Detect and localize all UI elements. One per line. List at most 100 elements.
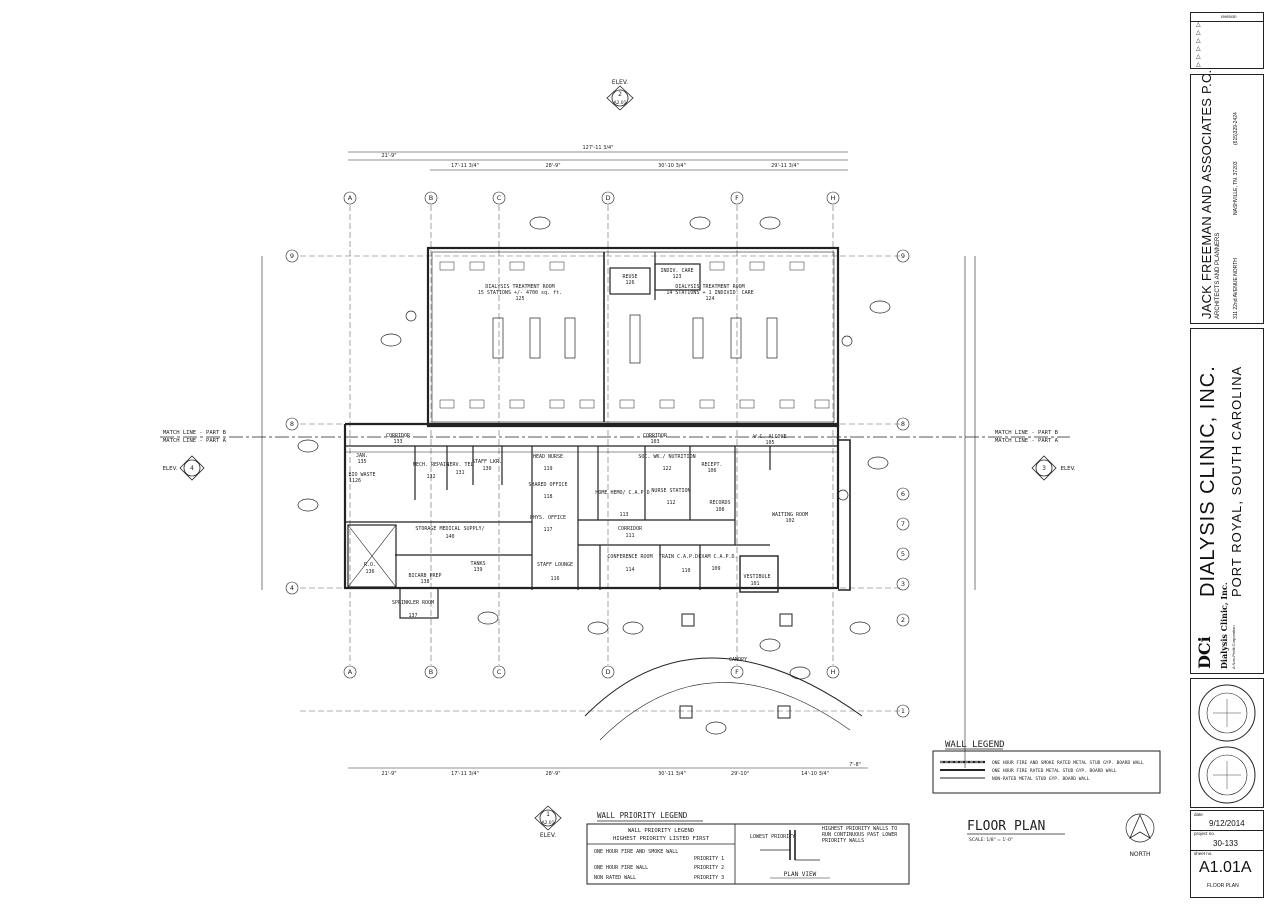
room-101-num: 101 bbox=[750, 581, 759, 587]
svg-text:PLAN VIEW: PLAN VIEW bbox=[784, 871, 817, 878]
room-135-name: JAN. bbox=[356, 453, 368, 459]
grid-col-b-bottom: B bbox=[429, 668, 433, 676]
grid-row-1: 1 bbox=[901, 707, 905, 715]
north-arrow-icon bbox=[1125, 813, 1155, 843]
dim-bottom-3: 28'-9" bbox=[545, 771, 560, 777]
room-137-name: SPRINKLER ROOM bbox=[392, 600, 434, 606]
room-110-name: TRAIN C.A.P.D. bbox=[659, 554, 701, 560]
room-133-num: 133 bbox=[393, 439, 402, 445]
grid-col-a: A bbox=[348, 194, 353, 202]
dci-logo-name: Dialysis Clinic, Inc. bbox=[1219, 582, 1229, 669]
room-112-num: 112 bbox=[666, 500, 675, 506]
room-125-name: DIALYSIS TREATMENT ROOM bbox=[485, 284, 554, 290]
svg-text:ELEV.: ELEV. bbox=[1061, 466, 1076, 472]
room-123-name: INDIV. CARE bbox=[660, 268, 693, 274]
room-137-num: 137 bbox=[408, 613, 417, 619]
grid-row-6: 6 bbox=[901, 490, 905, 498]
room-124-detail: 14 STATIONS + 1 INDIVID. CARE bbox=[666, 290, 753, 296]
room-126-num: 126 bbox=[625, 280, 634, 286]
room-105-num: 105 bbox=[765, 440, 774, 446]
dim-top-3: 28'-9" bbox=[545, 163, 560, 169]
grid-col-d-bottom: D bbox=[605, 668, 610, 676]
project-no-label: project no. bbox=[1194, 831, 1216, 836]
room-117-num: 117 bbox=[543, 527, 552, 533]
room-117-name: PHYS. OFFICE bbox=[530, 515, 566, 521]
room-112-name: NURSE STATION bbox=[651, 488, 690, 494]
sheet-title: FLOOR PLAN bbox=[1207, 883, 1239, 889]
elevation-marker-left: 4 ELEV. bbox=[163, 455, 205, 481]
drawing-title-block: FLOOR PLAN SCALE: 1/8" = 1'-0" NORTH bbox=[967, 813, 1155, 858]
dci-logo-sub: A Non-Profit Corporation bbox=[1231, 625, 1236, 669]
room-126-name: REUSE bbox=[622, 274, 637, 280]
svg-text:NORTH: NORTH bbox=[1129, 851, 1150, 858]
room-114-num: 114 bbox=[625, 567, 634, 573]
svg-text:PRIORITY 3: PRIORITY 3 bbox=[694, 875, 724, 881]
grid-col-f-bottom: F bbox=[735, 668, 739, 676]
room-105-name: W.C. ALCOVE bbox=[753, 434, 786, 440]
room-111-name: CORRIDOR bbox=[618, 526, 643, 532]
room-124-name: DIALYSIS TREATMENT ROOM bbox=[675, 284, 744, 290]
dim-bottom-2: 17'-11 3/4" bbox=[451, 771, 479, 777]
room-122-num: 122 bbox=[662, 466, 671, 472]
grid-col-a-bottom: A bbox=[348, 668, 353, 676]
room-138-num: 138 bbox=[420, 579, 429, 585]
room-1126-num: 1126 bbox=[349, 478, 361, 484]
seal-block bbox=[1190, 678, 1264, 808]
firm-tagline: ARCHITECTS AND PLANNERS bbox=[1215, 232, 1221, 319]
elevation-marker-right: 3 ELEV. bbox=[1031, 455, 1076, 481]
svg-text:SCALE: 1/8" = 1'-0": SCALE: 1/8" = 1'-0" bbox=[969, 837, 1013, 843]
svg-text:PRIORITY 1: PRIORITY 1 bbox=[694, 856, 724, 862]
wall-priority-highest-note: HIGHEST PRIORITY WALLS TO RUN CONTINUOUS… bbox=[822, 826, 898, 844]
room-136-num: 136 bbox=[365, 569, 374, 575]
dim-bottom-6: 14'-10 3/4" bbox=[801, 771, 829, 777]
room-114-name: CONFERENCE ROOM bbox=[607, 554, 652, 560]
dim-bottom-5: 29'-10" bbox=[731, 771, 749, 777]
grid-row-5: 5 bbox=[901, 550, 905, 558]
grid-col-h: H bbox=[831, 194, 836, 202]
treatment-wing-outline bbox=[426, 246, 840, 428]
grid-row-4: 4 bbox=[290, 584, 294, 592]
grid-col-f: F bbox=[735, 194, 739, 202]
room-135-num: 135 bbox=[357, 459, 366, 465]
room-108-num: 108 bbox=[715, 507, 724, 513]
dialysis-stations bbox=[439, 261, 830, 409]
room-132-name: MECH. REPAIR bbox=[413, 462, 450, 468]
firm-city: NASHVILLE, TN. 37203 bbox=[1233, 161, 1239, 215]
room-106-num: 106 bbox=[707, 468, 716, 474]
grid-col-d: D bbox=[605, 194, 610, 202]
revision-header: revision bbox=[1221, 14, 1237, 19]
grid-col-c: C bbox=[497, 194, 502, 202]
elevation-marker-top: ELEV. 2 A2.01 bbox=[606, 79, 634, 111]
svg-text:NON-RATED METAL STUD GYP. BOAR: NON-RATED METAL STUD GYP. BOARD WALL bbox=[992, 776, 1090, 782]
room-101-name: VESTIBULE bbox=[743, 574, 770, 580]
svg-text:ELEV.: ELEV. bbox=[540, 832, 556, 839]
room-106-name: RECEPT. bbox=[701, 462, 722, 468]
grid-row-8-right: 8 bbox=[901, 420, 905, 428]
room-102-num: 102 bbox=[785, 518, 794, 524]
grid-row-9: 9 bbox=[290, 252, 294, 260]
svg-text:ONE HOUR FIRE WALL: ONE HOUR FIRE WALL bbox=[594, 865, 648, 871]
section-tags bbox=[297, 216, 891, 735]
room-102-name: WAITING ROOM bbox=[772, 512, 808, 518]
svg-text:3: 3 bbox=[1042, 465, 1046, 472]
room-109-num: 109 bbox=[711, 566, 720, 572]
project-number: 30-133 bbox=[1213, 839, 1238, 848]
room-110-num: 110 bbox=[681, 568, 690, 574]
project-location: PORT ROYAL, SOUTH CAROLINA bbox=[1229, 365, 1244, 597]
firm-address: 311 22nd AVENUE NORTH bbox=[1233, 258, 1239, 319]
grid-row-2: 2 bbox=[901, 616, 905, 624]
wall-priority-legend: WALL PRIORITY LEGEND WALL PRIORITY LEGEN… bbox=[586, 811, 910, 885]
grid-row-3: 3 bbox=[901, 580, 905, 588]
grid-row-9-right: 9 bbox=[901, 252, 905, 260]
dim-top-1: 21'-9" bbox=[381, 153, 396, 159]
room-125-detail: 15 STATIONS +/- 4700 sq. ft. bbox=[478, 290, 562, 296]
dim-top-4: 30'-10 3/4" bbox=[658, 163, 686, 169]
date-label: date bbox=[1194, 812, 1203, 817]
room-113-name: HOME HEMO/ C.A.P.D. bbox=[595, 490, 652, 496]
dim-bottom-1: 21'-9" bbox=[381, 771, 396, 777]
svg-text:WALL LEGEND: WALL LEGEND bbox=[945, 740, 1005, 750]
room-131-name: SERV. TEL bbox=[446, 462, 473, 468]
svg-text:WALL PRIORITY LEGEND: WALL PRIORITY LEGEND bbox=[628, 828, 694, 834]
room-140-name: STORAGE MEDICAL SUPPLY/ bbox=[415, 526, 484, 532]
room-118-name: SHARED OFFICE bbox=[528, 482, 567, 488]
